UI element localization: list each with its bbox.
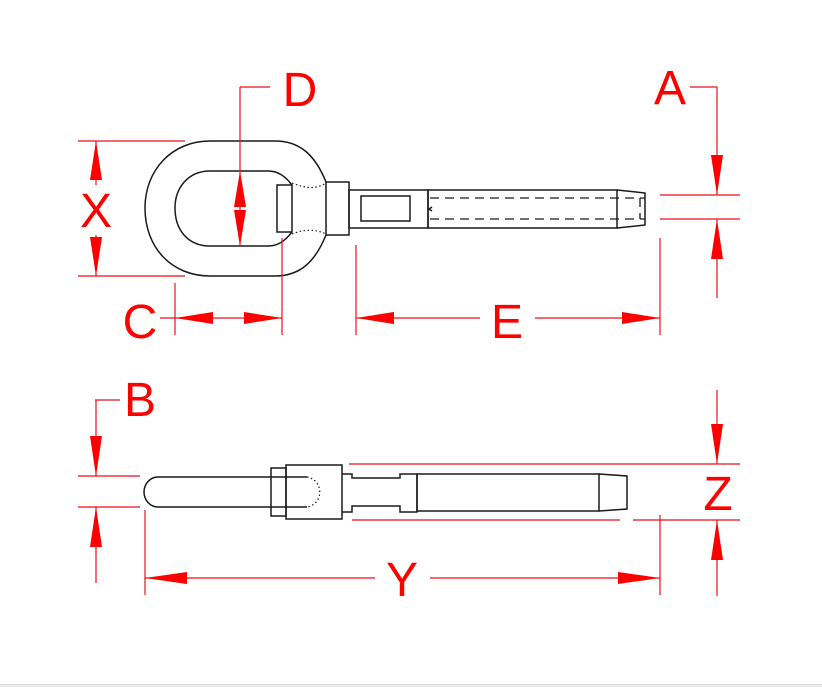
arrow-icon <box>90 436 102 476</box>
label-d: D <box>283 64 318 117</box>
swage-body <box>427 189 618 229</box>
eye-pin <box>276 184 293 233</box>
taper-tip <box>616 189 646 229</box>
bore-hidden-lines <box>430 197 645 220</box>
arrow-icon <box>711 520 723 560</box>
arrow-icon <box>711 424 723 464</box>
side-view <box>143 464 628 520</box>
label-a: A <box>654 62 686 115</box>
eye-inner <box>174 170 293 247</box>
top-view <box>144 140 646 277</box>
dimension-lines <box>78 86 740 596</box>
arrow-icon <box>618 572 660 584</box>
collar <box>325 181 350 236</box>
arrow-icon <box>711 155 723 195</box>
label-z: Z <box>703 468 732 521</box>
arrow-icon <box>711 219 723 259</box>
inspection-slot <box>360 195 411 222</box>
arrow-icon <box>234 210 246 246</box>
arrow-icon <box>234 171 246 207</box>
label-c: C <box>123 296 158 349</box>
arrow-icon <box>90 237 102 276</box>
label-y: Y <box>386 554 418 607</box>
eye-outer <box>144 140 327 277</box>
arrow-icon <box>356 312 394 324</box>
swage-body-side <box>416 473 600 512</box>
label-x: X <box>80 185 112 238</box>
label-e: E <box>491 296 523 349</box>
arrow-icon <box>90 141 102 180</box>
collar-side <box>285 464 343 520</box>
arrow-icon <box>622 312 660 324</box>
arrow-icon <box>244 312 282 324</box>
bottom-divider <box>0 684 822 687</box>
label-b: B <box>124 374 156 427</box>
arrow-icon <box>90 507 102 547</box>
arrow-icon <box>175 312 213 324</box>
eye-side <box>143 476 307 508</box>
arrow-icon <box>145 572 187 584</box>
